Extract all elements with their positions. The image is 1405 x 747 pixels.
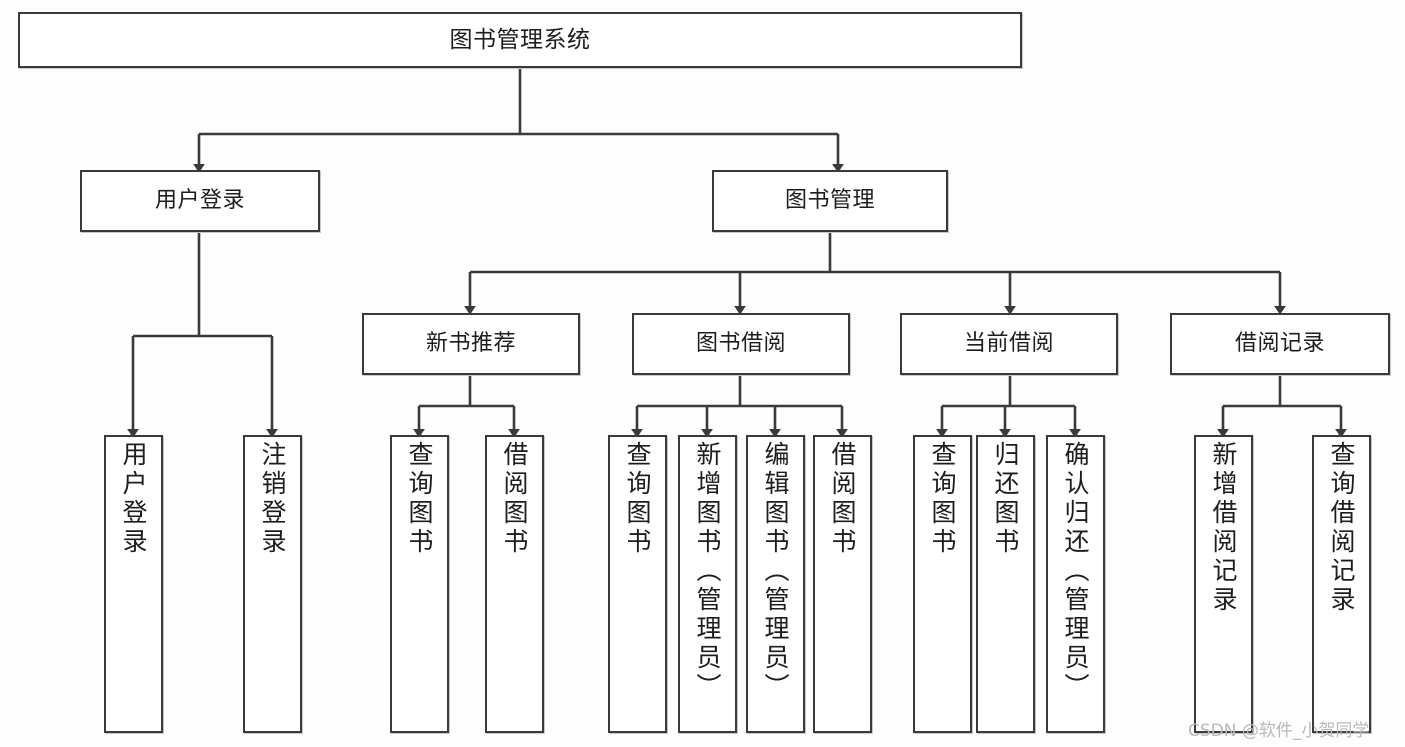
node-user-login[interactable]: 用户登录 [80, 170, 320, 232]
node-leaf-edit-book[interactable]: 编辑图书（管理员） [746, 435, 805, 733]
node-leaf-query-book-2[interactable]: 查询图书 [608, 435, 667, 733]
node-book-borrow-label: 图书借阅 [695, 331, 786, 356]
node-leaf-query-record-label: 查询借阅记录 [1327, 441, 1356, 615]
node-leaf-borrow-book-2[interactable]: 借阅图书 [813, 435, 872, 733]
node-new-book-rec-label: 新书推荐 [425, 331, 516, 356]
node-leaf-user-login-label: 用户登录 [119, 441, 148, 557]
node-leaf-user-logout-label: 注销登录 [258, 441, 287, 557]
node-leaf-query-book-2-label: 查询图书 [623, 441, 652, 557]
node-leaf-user-logout[interactable]: 注销登录 [243, 435, 302, 733]
node-root[interactable]: 图书管理系统 [18, 12, 1022, 68]
node-leaf-query-book-3[interactable]: 查询图书 [913, 435, 972, 733]
node-current-borrow[interactable]: 当前借阅 [900, 313, 1118, 375]
csdn-watermark: CSDN @软件_小贺同学 [1188, 721, 1370, 741]
node-book-borrow[interactable]: 图书借阅 [632, 313, 850, 375]
node-leaf-edit-book-label: 编辑图书（管理员） [761, 441, 790, 702]
node-borrow-record[interactable]: 借阅记录 [1170, 313, 1390, 375]
node-leaf-query-record[interactable]: 查询借阅记录 [1312, 435, 1371, 733]
node-leaf-add-book[interactable]: 新增图书（管理员） [678, 435, 737, 733]
node-book-manage[interactable]: 图书管理 [712, 170, 948, 232]
node-borrow-record-label: 借阅记录 [1234, 331, 1325, 356]
node-leaf-confirm-return[interactable]: 确认归还（管理员） [1046, 435, 1105, 733]
node-leaf-borrow-book-2-label: 借阅图书 [828, 441, 857, 557]
node-book-manage-label: 图书管理 [784, 188, 875, 213]
node-new-book-rec[interactable]: 新书推荐 [362, 313, 580, 375]
node-leaf-return-book-label: 归还图书 [991, 441, 1020, 557]
node-leaf-borrow-book-1-label: 借阅图书 [500, 441, 529, 557]
node-leaf-return-book[interactable]: 归还图书 [976, 435, 1035, 733]
node-leaf-add-record-label: 新增借阅记录 [1209, 441, 1238, 615]
node-current-borrow-label: 当前借阅 [963, 331, 1054, 356]
node-leaf-query-book-1-label: 查询图书 [405, 441, 434, 557]
node-leaf-borrow-book-1[interactable]: 借阅图书 [485, 435, 544, 733]
node-leaf-add-record[interactable]: 新增借阅记录 [1194, 435, 1253, 733]
node-leaf-query-book-1[interactable]: 查询图书 [390, 435, 449, 733]
node-root-label: 图书管理系统 [449, 26, 591, 53]
node-user-login-label: 用户登录 [154, 188, 245, 213]
node-leaf-confirm-return-label: 确认归还（管理员） [1061, 441, 1090, 702]
node-leaf-add-book-label: 新增图书（管理员） [693, 441, 722, 702]
node-leaf-user-login[interactable]: 用户登录 [104, 435, 163, 733]
node-leaf-query-book-3-label: 查询图书 [928, 441, 957, 557]
